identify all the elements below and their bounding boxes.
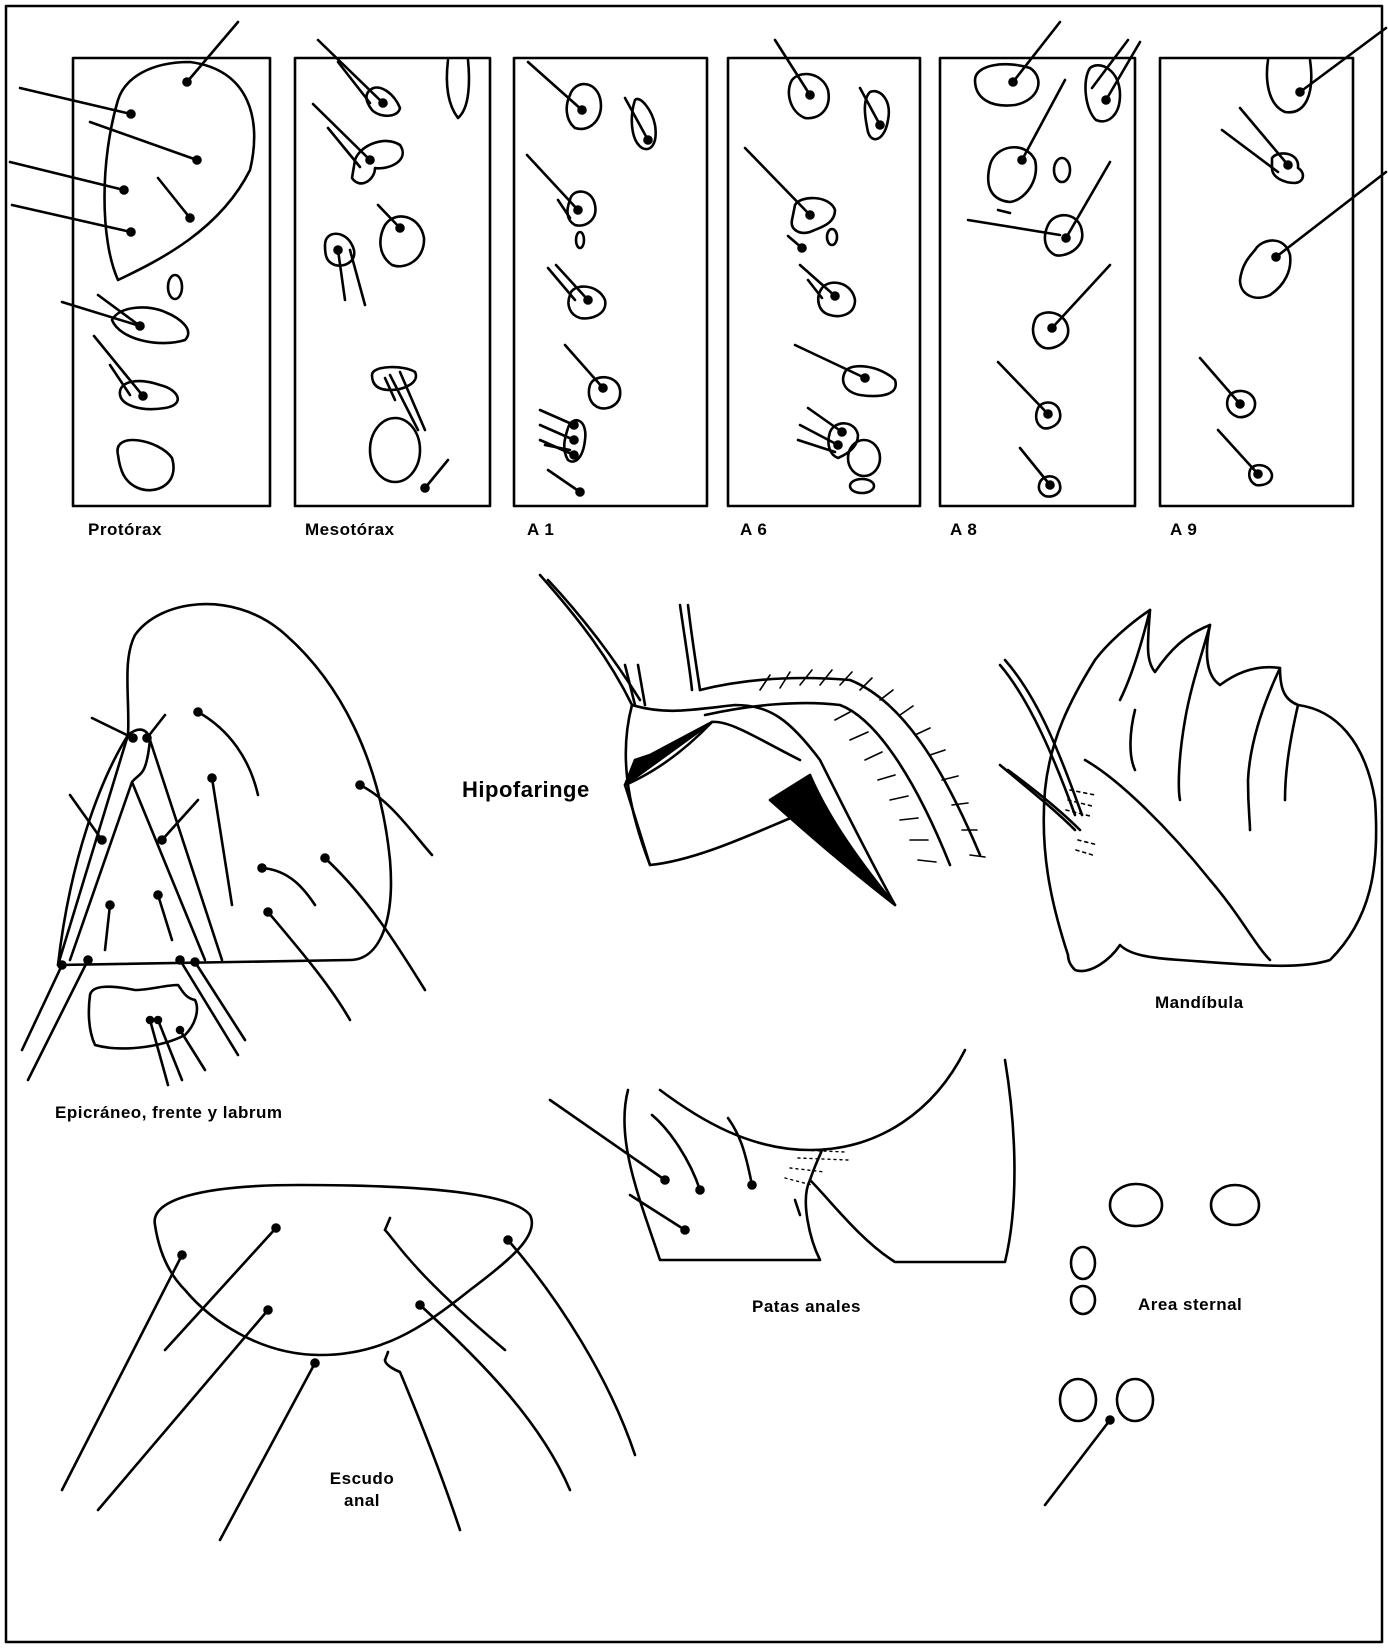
panel-frame [940, 58, 1135, 506]
label-patas-anales: Patas anales [752, 1297, 861, 1317]
label-escudo-anal-line2: anal [322, 1490, 402, 1512]
hipofaringe-drawing [540, 575, 985, 905]
label-hipofaringe: Hipofaringe [462, 777, 590, 803]
label-mesotorax: Mesotórax [305, 520, 395, 540]
panel-mesotorax [295, 40, 490, 506]
patas-anales-drawing [550, 1050, 1014, 1262]
label-escudo-anal-line1: Escudo [322, 1468, 402, 1490]
mandibula-drawing [1000, 610, 1376, 971]
label-mandibula: Mandíbula [1155, 993, 1244, 1013]
label-a8: A 8 [950, 520, 977, 540]
label-a9: A 9 [1170, 520, 1197, 540]
outer-frame [6, 6, 1382, 1642]
area-sternal-drawing [1045, 1184, 1259, 1505]
epicraneo-drawing [22, 604, 432, 1085]
label-a1: A 1 [527, 520, 554, 540]
panel-frame [295, 58, 490, 506]
label-protorax: Protórax [88, 520, 162, 540]
label-escudo-anal: Escudo anal [322, 1468, 402, 1512]
panel-a9 [1160, 28, 1386, 506]
panel-a8 [940, 22, 1140, 506]
panel-a6 [728, 40, 920, 506]
panel-a1 [514, 58, 707, 506]
label-epicraneo: Epicráneo, frente y labrum [55, 1103, 282, 1123]
panel-protorax [10, 22, 270, 506]
label-a6: A 6 [740, 520, 767, 540]
label-area-sternal: Area sternal [1138, 1295, 1242, 1315]
panel-frame [514, 58, 707, 506]
panel-frame [1160, 58, 1353, 506]
